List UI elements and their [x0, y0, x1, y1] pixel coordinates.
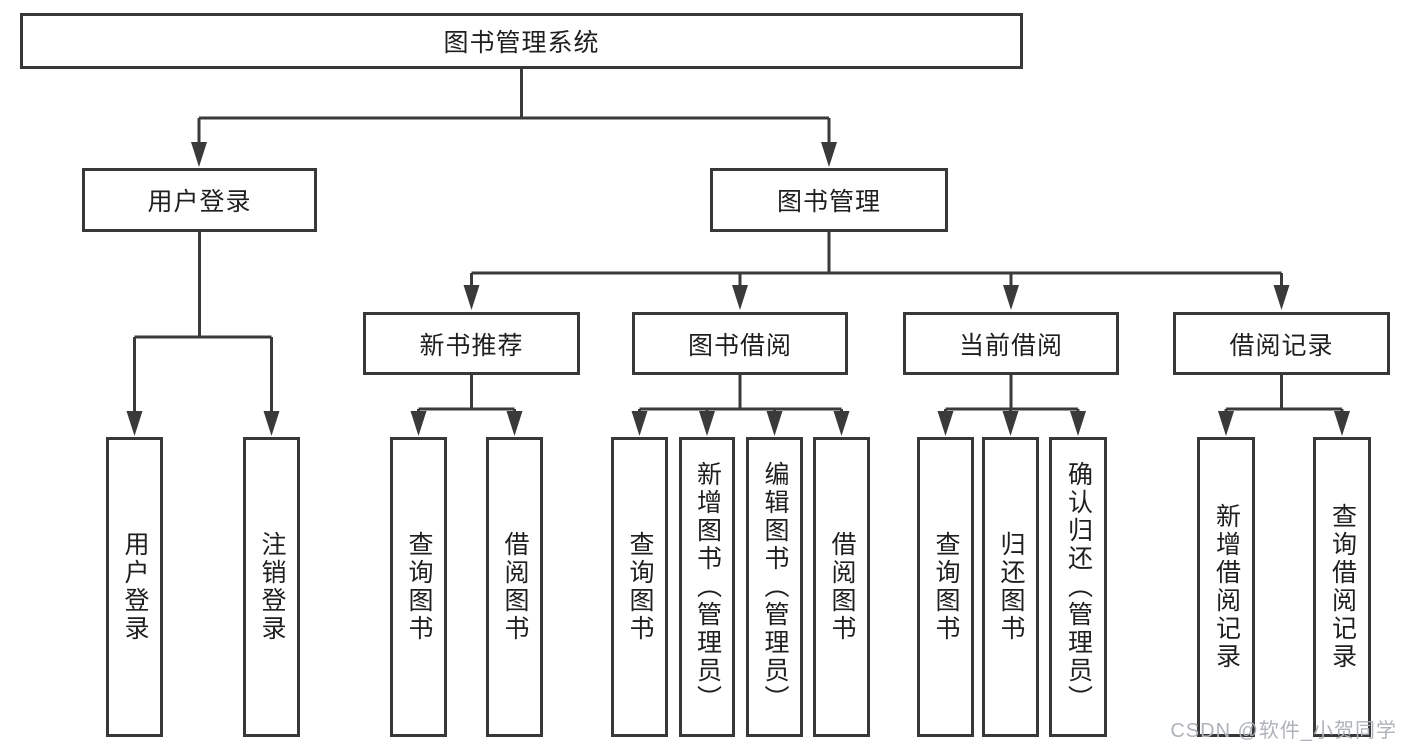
csdn-watermark: CSDN @软件_小贺同学 [1170, 720, 1397, 742]
leaf-borrow-books-recommend: 借阅图书 [486, 437, 543, 737]
leaf-return-books: 归还图书 [982, 437, 1039, 737]
leaf-query-books-recommend: 查询图书 [390, 437, 447, 737]
leaf-query-books-borrow: 查询图书 [611, 437, 668, 737]
leaf-query-books-current: 查询图书 [917, 437, 974, 737]
node-book-management: 图书管理 [710, 168, 948, 232]
node-borrow-record: 借阅记录 [1173, 312, 1390, 375]
node-new-book-recommend: 新书推荐 [363, 312, 580, 375]
leaf-borrow-books: 借阅图书 [813, 437, 870, 737]
leaf-add-books-admin: 新增图书（管理员） [679, 437, 735, 737]
leaf-add-borrow-record: 新增借阅记录 [1197, 437, 1255, 737]
leaf-user-login: 用户登录 [106, 437, 163, 737]
node-user-login: 用户登录 [82, 168, 317, 232]
node-current-borrow: 当前借阅 [903, 312, 1119, 375]
leaf-query-borrow-record: 查询借阅记录 [1313, 437, 1371, 737]
node-system-root: 图书管理系统 [20, 13, 1023, 69]
leaf-edit-books-admin: 编辑图书（管理员） [746, 437, 803, 737]
node-book-borrow: 图书借阅 [632, 312, 848, 375]
leaf-logout: 注销登录 [243, 437, 300, 737]
leaf-confirm-return-admin: 确认归还（管理员） [1049, 437, 1107, 737]
